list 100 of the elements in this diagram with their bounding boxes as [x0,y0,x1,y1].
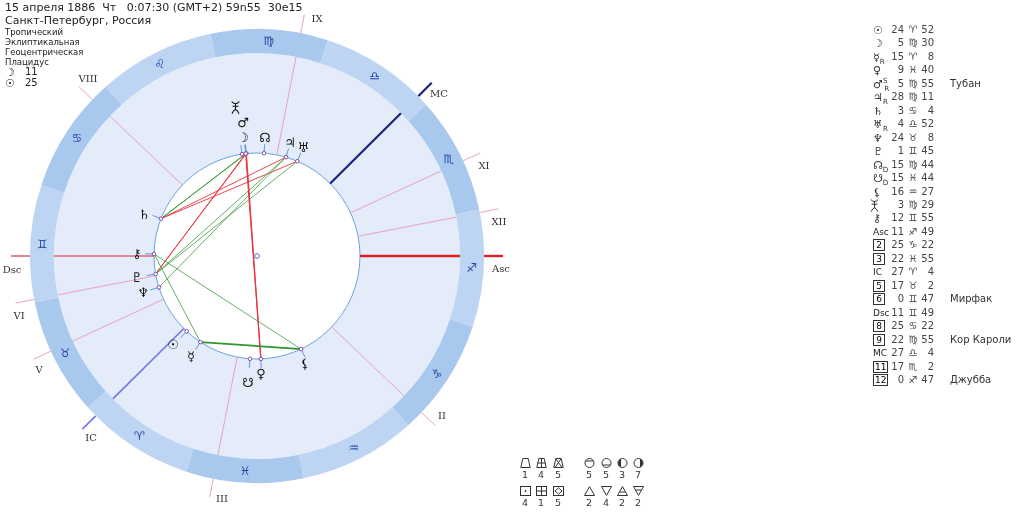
sign-glyph: ♍ [908,334,918,345]
planet-glyph: ☿$_{R}$ [873,51,885,63]
sign-glyph: ♊ [908,213,918,224]
degree-value: 16 [891,186,904,197]
house-number-box: 5 [873,279,885,292]
degree-value: 22 [891,334,904,345]
planet-glyph: ♆ [873,132,883,144]
planet-glyph: ☽ [873,37,883,49]
degree-value: 24 [891,132,904,143]
angle-label: Dsc [2,265,22,275]
minute-value: 4 [927,267,934,278]
degree-value: 28 [891,92,904,103]
sign-glyph: ♍ [908,159,918,170]
planet-glyph: ☊$_{D}$ [873,159,889,171]
degree-value: 27 [891,348,904,359]
planet-glyph: ⚷ [873,212,882,224]
degree-value: 17 [891,361,904,372]
planet-glyph: ♆ [137,285,149,299]
zodiac-sign-glyph: ♉ [59,347,71,359]
count-number: 2 [635,498,641,508]
sign-glyph: ♓ [908,253,918,264]
degree-value: 17 [891,280,904,291]
count-number: 5 [555,470,561,480]
degree-value: 24 [891,25,904,35]
planet-glyph: ♇ [873,145,883,157]
house-numeral: IX [311,14,323,24]
zodiac-sign-glyph: ♏ [443,153,455,165]
settings-text: Тропический [5,28,63,37]
minute-value: 4 [927,105,934,116]
degree-value: 0 [897,294,904,305]
angle-abbreviation: Dsc [873,308,890,318]
settings-text: Геоцентрическая [5,48,84,57]
fixed-star-name: Тубан [950,78,981,89]
zodiac-sign-glyph: ♋ [71,132,83,145]
house-number-box: 9 [873,333,885,346]
house-numeral: XII [491,217,507,227]
minute-value: 30 [921,38,934,49]
planet-glyph: ☉ [167,337,179,351]
minute-value: 40 [921,65,934,76]
minute-value: 55 [921,78,934,89]
house-number-box: 6 [873,293,885,306]
minute-value: 22 [921,240,934,251]
minute-value: 11 [921,92,934,103]
degree-value: 11 [891,226,904,237]
chart-title: 15 апреля 1886 Чт 0:07:30 (GMT+2) 59n55 30e15 [5,2,303,13]
sign-glyph: ♐ [908,374,918,385]
count-number: 3 [619,470,625,480]
sign-glyph: ♓ [908,173,918,184]
zodiac-sign-glyph: ♐ [466,261,478,274]
degree-value: 15 [891,173,904,184]
angle-label: Asc [492,264,510,274]
degree-value: 1 [897,146,904,157]
planet-glyph: ☋ [242,375,254,389]
house-numeral: III [216,494,228,504]
planet-glyph: ☿ [187,349,195,363]
minute-value: 49 [921,226,934,237]
degree-value: 0 [897,374,904,385]
zodiac-sign-glyph: ♍ [263,35,275,48]
minute-value: 27 [921,186,934,197]
sign-glyph: ♑ [908,240,918,251]
settings-text: Эклиптикальная [5,38,80,47]
sign-glyph: ♍ [908,78,918,89]
planet-glyph: ♄ [138,207,150,221]
angle-abbreviation: Asc [873,227,889,237]
degree-value: 3 [897,199,904,210]
house-numeral: VIII [78,74,98,84]
degree-value: 27 [891,267,904,278]
planet-glyph: ☉ [873,24,883,36]
sign-glyph: ♉ [908,132,918,143]
minute-value: 47 [921,374,934,385]
count-number: 4 [603,498,609,508]
sign-glyph: ♍ [908,92,918,103]
minute-value: 8 [927,51,934,62]
planet-glyph: ♀ [256,366,266,380]
minute-value: 49 [921,307,934,318]
sign-glyph: ♋ [908,321,918,332]
sign-glyph: ♎ [908,119,918,130]
minute-value: 44 [921,173,934,184]
planet-glyph: ⚷ [132,246,142,260]
location-text: Санкт-Петербург, Россия [5,15,152,26]
planet-glyph: ☋$_{D}$ [873,172,889,184]
planet-glyph: ♀ [873,64,882,76]
count-number: 2 [619,498,625,508]
count-number: 5 [586,470,592,480]
zodiac-sign-glyph: ♓ [239,464,251,477]
house-number-box: 12 [873,373,889,386]
zodiac-sign-glyph: ♈ [133,429,145,442]
house-numeral: XI [478,161,490,171]
sun-glyph: ☉ [5,77,15,89]
planet-glyph: ♇ [131,270,143,284]
zodiac-sign-glyph: ♌ [154,58,166,71]
sign-glyph: ♎ [908,348,918,359]
lunar-day-number: 11 [25,67,38,77]
degree-value: 25 [891,240,904,251]
settings-text: Плацидус [5,58,49,67]
degree-value: 22 [891,253,904,264]
sign-glyph: ♊ [908,294,918,305]
minute-value: 55 [921,213,934,224]
degree-value: 9 [897,65,904,76]
sign-glyph: ♊ [908,146,918,157]
